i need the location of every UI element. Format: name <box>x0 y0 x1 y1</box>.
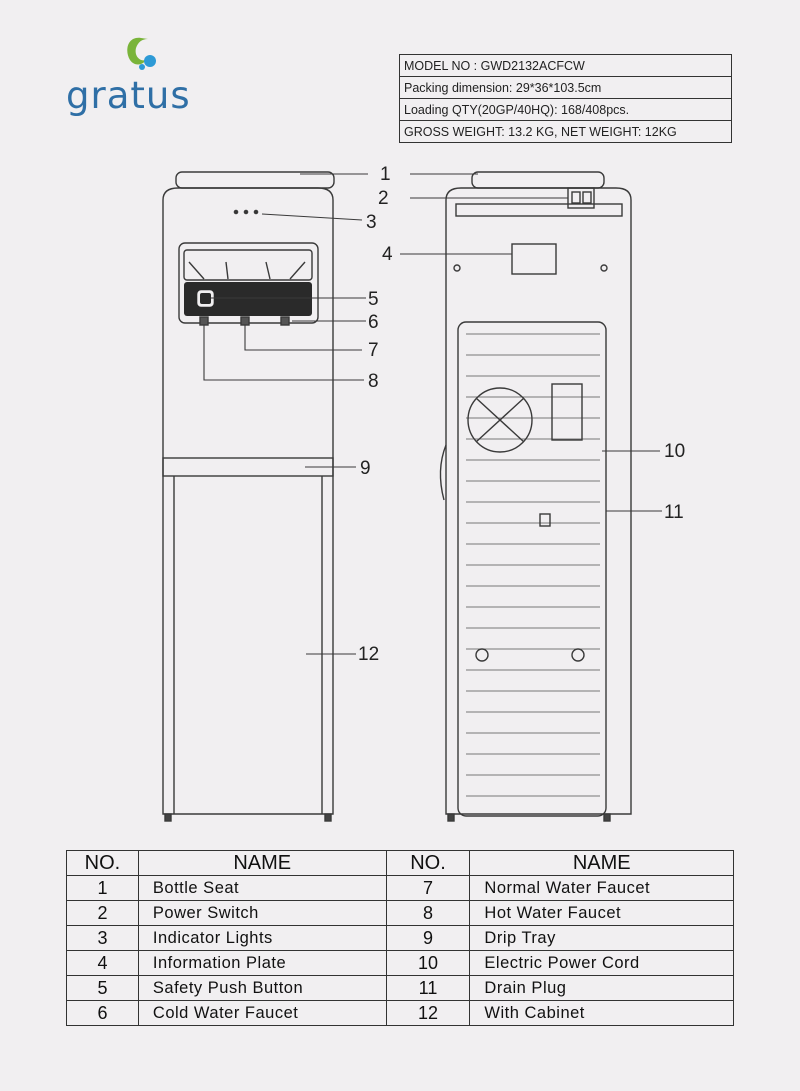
part-name: Safety Push Button <box>137 975 387 1001</box>
part-name: Bottle Seat <box>137 875 387 901</box>
table-row: 1 Bottle Seat 7 Normal Water Faucet <box>66 875 734 901</box>
part-name: Normal Water Faucet <box>469 875 734 901</box>
part-name: Power Switch <box>137 900 387 926</box>
faucet-cold <box>280 316 290 326</box>
header-name: NAME <box>137 850 387 876</box>
callout-1: 1 <box>380 164 391 185</box>
spec-weight: GROSS WEIGHT: 13.2 KG, NET WEIGHT: 12KG <box>399 120 732 143</box>
spec-table: MODEL NO : GWD2132ACFCW Packing dimensio… <box>399 54 732 143</box>
part-number: 5 <box>66 975 139 1001</box>
part-number: 10 <box>385 950 471 976</box>
part-name: Information Plate <box>137 950 387 976</box>
part-name: Indicator Lights <box>137 925 387 951</box>
callout-11: 11 <box>664 502 684 523</box>
part-number: 2 <box>66 900 139 926</box>
part-name: Drain Plug <box>469 975 734 1001</box>
part-number: 12 <box>385 1000 471 1026</box>
callout-4: 4 <box>382 244 393 265</box>
callout-10: 10 <box>664 441 686 462</box>
callout-9: 9 <box>360 458 371 479</box>
parts-table-header: NO. NAME NO. NAME <box>66 850 734 876</box>
spec-model: MODEL NO : GWD2132ACFCW <box>399 54 732 77</box>
part-name: Electric Power Cord <box>469 950 734 976</box>
callout-3: 3 <box>366 212 377 233</box>
compressor-fan <box>467 387 533 453</box>
table-row: 4 Information Plate 10 Electric Power Co… <box>66 950 734 976</box>
brand-name: gratus <box>66 74 191 117</box>
table-row: 5 Safety Push Button 11 Drain Plug <box>66 975 734 1001</box>
condenser-coil <box>457 321 607 817</box>
brand-logo: gratus <box>66 30 206 117</box>
front-view <box>162 171 335 822</box>
part-name: Drip Tray <box>469 925 734 951</box>
callout-6: 6 <box>368 312 379 333</box>
faucet-hot <box>199 316 209 326</box>
logo-mark-icon <box>127 37 156 70</box>
part-number: 8 <box>385 900 471 926</box>
header-no: NO. <box>385 850 471 876</box>
leader-lines <box>203 173 662 655</box>
part-number: 1 <box>66 875 139 901</box>
front-body-outline <box>162 187 334 815</box>
callout-8: 8 <box>368 371 379 392</box>
part-name: Cold Water Faucet <box>137 1000 387 1026</box>
parts-table: NO. NAME NO. NAME 1 Bottle Seat 7 Normal… <box>66 850 734 1026</box>
back-view <box>439 171 632 822</box>
spec-loading: Loading QTY(20GP/40HQ): 168/408pcs. <box>399 98 732 121</box>
table-row: 2 Power Switch 8 Hot Water Faucet <box>66 900 734 926</box>
part-number: 7 <box>385 875 471 901</box>
power-cord-shape <box>439 444 447 501</box>
part-name: Hot Water Faucet <box>469 900 734 926</box>
part-number: 4 <box>66 950 139 976</box>
part-number: 9 <box>385 925 471 951</box>
header-no: NO. <box>66 850 139 876</box>
callout-2: 2 <box>378 188 389 209</box>
faucet-normal <box>240 316 250 326</box>
information-plate-shape <box>511 243 557 275</box>
part-number: 3 <box>66 925 139 951</box>
part-number: 11 <box>385 975 471 1001</box>
callout-12: 12 <box>358 644 380 665</box>
dispenser-diagram: 1 2 3 4 5 6 7 8 9 10 11 12 <box>0 150 800 840</box>
header-name: NAME <box>469 850 734 876</box>
table-row: 6 Cold Water Faucet 12 With Cabinet <box>66 1000 734 1026</box>
callout-5: 5 <box>368 289 379 310</box>
back-body-outline <box>445 187 632 815</box>
spec-packing: Packing dimension: 29*36*103.5cm <box>399 76 732 99</box>
part-number: 6 <box>66 1000 139 1026</box>
table-row: 3 Indicator Lights 9 Drip Tray <box>66 925 734 951</box>
part-name: With Cabinet <box>469 1000 734 1026</box>
callout-7: 7 <box>368 340 379 361</box>
